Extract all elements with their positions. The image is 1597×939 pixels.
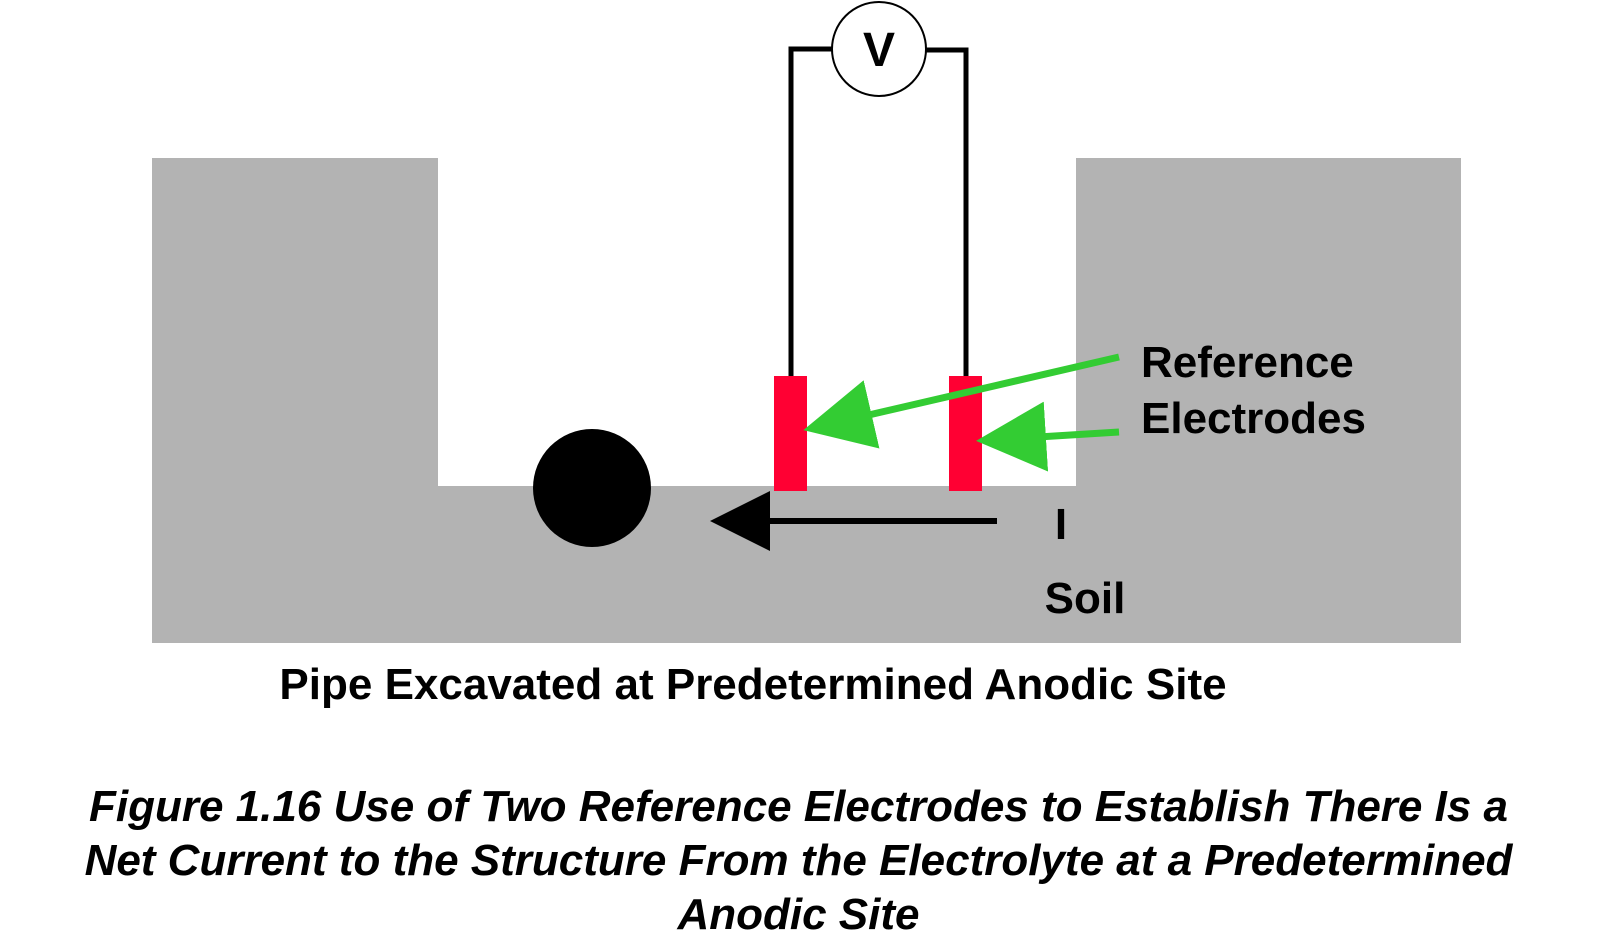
reference-electrode-left	[774, 376, 807, 491]
reference-electrodes-label-line2: Electrodes	[1141, 394, 1366, 443]
caption-line: Anodic Site	[677, 890, 920, 939]
caption-line: Net Current to the Structure From the El…	[84, 836, 1513, 885]
figure-caption: Figure 1.16 Use of Two Reference Electro…	[0, 780, 1597, 939]
voltmeter-label: V	[863, 24, 895, 77]
left-wire	[788, 46, 834, 377]
reference-electrodes-label-line1: Reference	[1141, 338, 1354, 387]
diagram-subtitle: Pipe Excavated at Predetermined Anodic S…	[279, 660, 1226, 709]
caption-line: Figure 1.16 Use of Two Reference Electro…	[88, 782, 1509, 831]
pointer-arrow-right	[976, 401, 1120, 472]
pointer-arrow-left	[803, 353, 1120, 449]
voltmeter-circle	[831, 1, 927, 97]
current-label: I	[1055, 500, 1067, 549]
soil-region	[152, 158, 1461, 643]
pipe-cross-section	[533, 429, 651, 547]
right-wire	[926, 47, 969, 377]
soil-label: Soil	[1045, 574, 1126, 623]
